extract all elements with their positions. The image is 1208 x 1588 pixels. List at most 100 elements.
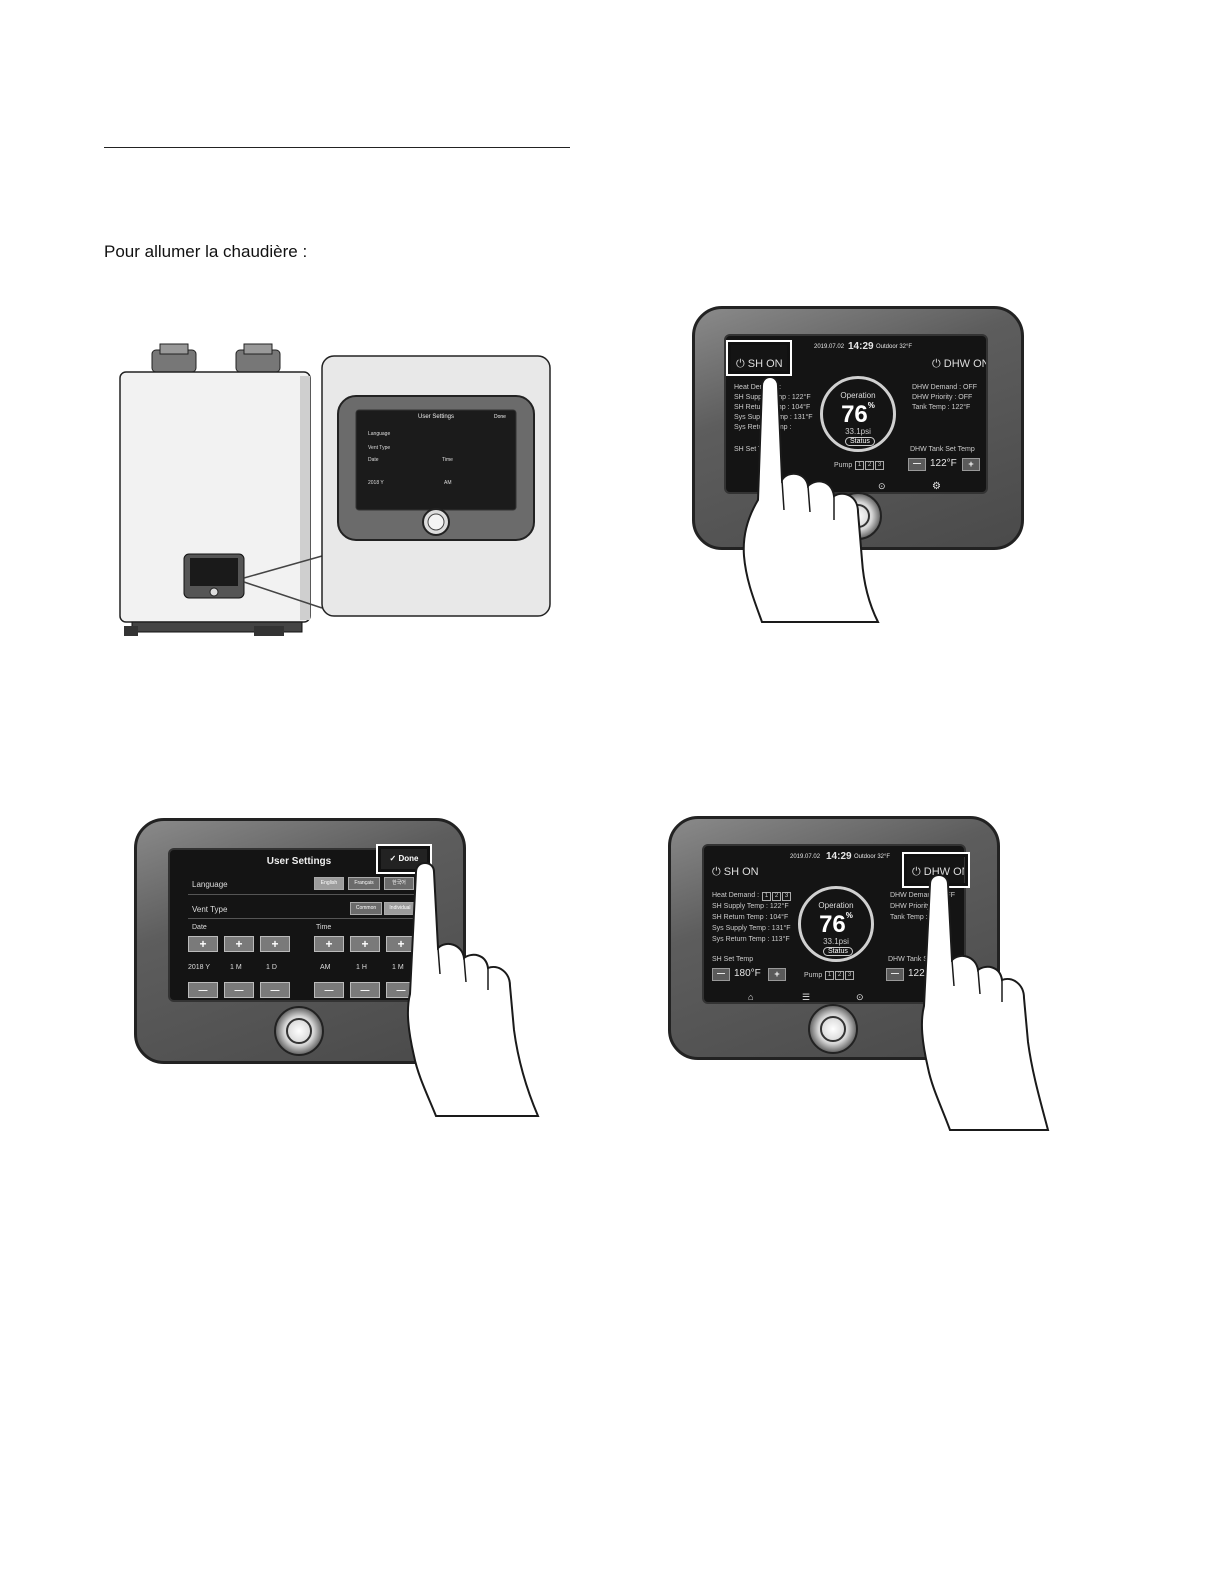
figure-dhw-on: 2019.07.02 14:29 Outdoor 32°F ⏻ SH ON ⏻ …: [668, 816, 1050, 1132]
sh-plus-button[interactable]: +: [768, 968, 786, 981]
boiler-drawing: [119, 343, 551, 636]
operation-value: 76%: [819, 911, 853, 938]
status-button[interactable]: Status: [845, 437, 875, 446]
gauge-icon[interactable]: ⊙: [856, 992, 864, 1002]
heat-demand-row: Heat Demand :: [734, 384, 782, 391]
ampm-plus-button[interactable]: +: [314, 936, 344, 952]
operation-gauge: Operation 76% 33.1psi Status: [820, 376, 896, 452]
sys-supply-row: Sys Supply Temp : 131°F: [712, 925, 791, 932]
sh-on-highlight: [726, 340, 792, 376]
divider: [188, 918, 414, 919]
day-value: 1 D: [266, 964, 277, 971]
pump-label: Pump: [804, 972, 823, 979]
inset-settings-title: User Settings: [417, 414, 454, 420]
inset-time-label: Time: [442, 457, 453, 463]
check-icon: ✓: [389, 854, 399, 863]
done-label: Done: [398, 854, 419, 863]
dhw-on-label: DHW ON: [923, 866, 966, 878]
date-text: 2019.07.02: [814, 344, 845, 350]
sh-return-row: SH Return Temp : 104°F: [712, 914, 789, 921]
minute-value: 1 M: [392, 964, 404, 971]
menu-icon[interactable]: ☰: [802, 992, 811, 1002]
dhw-set-temp-label: DHW Tank Set Temp: [910, 446, 975, 453]
power-icon: ⏻: [712, 866, 724, 878]
sh-on-label: SH ON: [723, 866, 759, 878]
sh-minus-button[interactable]: —: [712, 968, 730, 981]
power-icon: ⏻: [932, 358, 944, 370]
sh-supply-row: SH Supply Temp : 122°F: [712, 903, 789, 910]
dhw-set-temp-label: DHW Tank Set Temp: [888, 956, 953, 963]
operation-label: Operation: [840, 391, 876, 400]
dhw-on-button[interactable]: ⏻ DHW ON: [932, 358, 988, 371]
operation-gauge: Operation 76% 33.1psi Status: [798, 886, 874, 962]
month-value: 1 M: [230, 964, 242, 971]
day-plus-button[interactable]: +: [260, 936, 290, 952]
sys-return-row: Sys Return Temp : 113°F: [712, 936, 790, 943]
ampm-value: AM: [320, 964, 331, 971]
ampm-minus-button[interactable]: —: [314, 982, 344, 998]
language-english-button[interactable]: English: [314, 877, 344, 890]
boiler-illustration: User Settings Done Language Vent Type Da…: [104, 340, 564, 640]
inset-vent-label: Vent Type: [368, 445, 391, 451]
outdoor-text: Outdoor 32°F: [854, 854, 891, 860]
date-label: Date: [192, 924, 207, 931]
pump-label: Pump: [834, 462, 853, 469]
divider: [188, 894, 414, 895]
figure-sh-on: 2019.07.02 14:29 Outdoor 32°F ⏻ SH ON ⏻ …: [692, 306, 1024, 626]
sh-on-label: SH ON: [747, 358, 783, 370]
month-minus-button[interactable]: —: [224, 982, 254, 998]
sh-on-button[interactable]: ⏻ SH ON: [736, 358, 783, 371]
dhw-set-temp-value: 122°F: [908, 968, 935, 979]
control-knob[interactable]: [808, 1004, 858, 1054]
sh-set-temp-value: 180°F: [734, 968, 761, 979]
sh-on-button[interactable]: ⏻ SH ON: [712, 866, 759, 879]
control-knob[interactable]: [274, 1006, 324, 1056]
pressure-text: 33.1psi: [823, 937, 849, 946]
figure-user-settings: User Settings Language English Français …: [134, 818, 544, 1118]
year-value: 2018 Y: [188, 964, 211, 971]
settings-screen: User Settings Language English Français …: [168, 848, 430, 1002]
month-plus-button[interactable]: +: [224, 936, 254, 952]
inset-year: 2018 Y: [368, 480, 384, 486]
hour-plus-button[interactable]: +: [350, 936, 380, 952]
gauge-icon[interactable]: ⊙: [878, 481, 886, 491]
time-label: Time: [316, 924, 332, 931]
hand-pointer: [742, 376, 880, 623]
dhw-plus-button[interactable]: +: [962, 458, 980, 471]
day-minus-button[interactable]: —: [260, 982, 290, 998]
dhw-priority-row: DHW Priority : OFF: [912, 394, 973, 401]
status-button[interactable]: Status: [823, 947, 853, 956]
pressure-text: 33.1psi: [845, 427, 871, 436]
home-icon[interactable]: ⌂: [748, 992, 754, 1002]
sh-set-temp-label: SH Set Temp: [712, 956, 754, 963]
hour-minus-button[interactable]: —: [350, 982, 380, 998]
language-label: Language: [192, 880, 228, 889]
inset-am: AM: [444, 480, 452, 486]
gear-icon[interactable]: ⚙: [932, 481, 941, 492]
dhw-set-temp-value: 122°F: [930, 458, 957, 469]
dhw-minus-button[interactable]: —: [886, 968, 904, 981]
year-minus-button[interactable]: —: [188, 982, 218, 998]
hand-pointer: [920, 874, 1050, 1131]
dhw-on-label: DHW ON: [943, 358, 988, 370]
date-text: 2019.07.02: [790, 854, 821, 860]
language-french-button[interactable]: Français: [348, 877, 380, 890]
power-icon: ⏻: [912, 866, 924, 878]
year-plus-button[interactable]: +: [188, 936, 218, 952]
settings-title: User Settings: [266, 856, 332, 867]
vent-common-button[interactable]: Common: [350, 902, 382, 915]
dhw-minus-button[interactable]: —: [908, 458, 926, 471]
dhw-demand-row: DHW Demand : OFF: [912, 384, 977, 391]
intro-text: Pour allumer la chaudière :: [104, 242, 308, 261]
time-text: 14:29: [826, 851, 852, 862]
hour-value: 1 H: [356, 964, 367, 971]
dhw-on-button[interactable]: ⏻ DHW ON: [912, 866, 966, 879]
inset-done: Done: [494, 414, 506, 420]
language-korean-button[interactable]: 한국어: [384, 877, 414, 890]
outdoor-text: Outdoor 32°F: [876, 344, 913, 350]
inset-date-label: Date: [368, 457, 379, 463]
time-text: 14:29: [848, 341, 874, 352]
section-rule: [104, 147, 570, 148]
